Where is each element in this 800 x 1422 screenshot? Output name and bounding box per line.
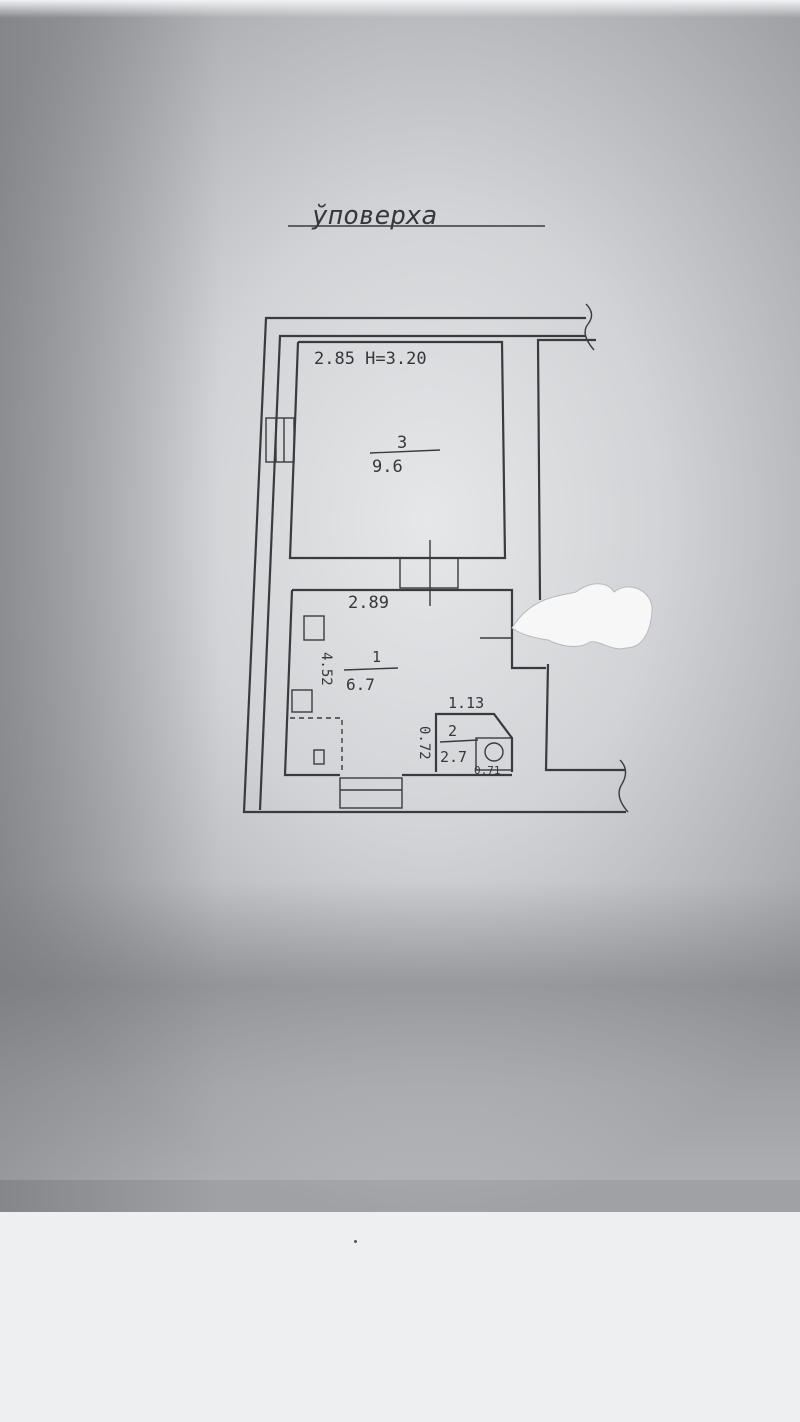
window-left [265,417,295,463]
room-2-width: 1.13 [448,694,484,712]
room-2-side: 0.72 [416,726,432,760]
paper-blot [511,583,653,650]
entrance-door [339,777,403,809]
outer-walls [242,303,629,814]
room-2-number: 2 [448,722,457,740]
fold-shadow [0,880,800,1180]
room-1-number: 1 [372,648,381,666]
room-2-extra: 0.71 [474,764,501,777]
dust-speck [354,1240,357,1243]
room-3: 2.85 H=3.20 3 9.6 [288,340,507,560]
floor-plan: ўповерха 2.85 H=3.20 3 9.6 2.89 1 [242,201,653,814]
room-3-number: 3 [397,433,407,453]
table-surface [0,1212,800,1422]
stove-fixture [303,615,325,641]
room-1-side: 4.52 [318,652,334,686]
room-2: 1.13 0.72 2 2.7 0.71 [416,694,514,777]
top-paper-edge [0,0,800,18]
room-2-area: 2.7 [440,748,467,766]
room-1-area: 6.7 [346,675,375,694]
room-3-area: 9.6 [372,457,403,477]
sink-fixture [291,689,313,713]
photographed-sheet [0,0,800,1212]
room-3-dims: 2.85 H=3.20 [314,349,427,369]
door-3-to-1 [399,540,459,606]
toilet-fixture [475,737,513,771]
room-1-width: 2.89 [348,593,389,613]
room-1: 2.89 1 6.7 4.52 [283,588,546,777]
